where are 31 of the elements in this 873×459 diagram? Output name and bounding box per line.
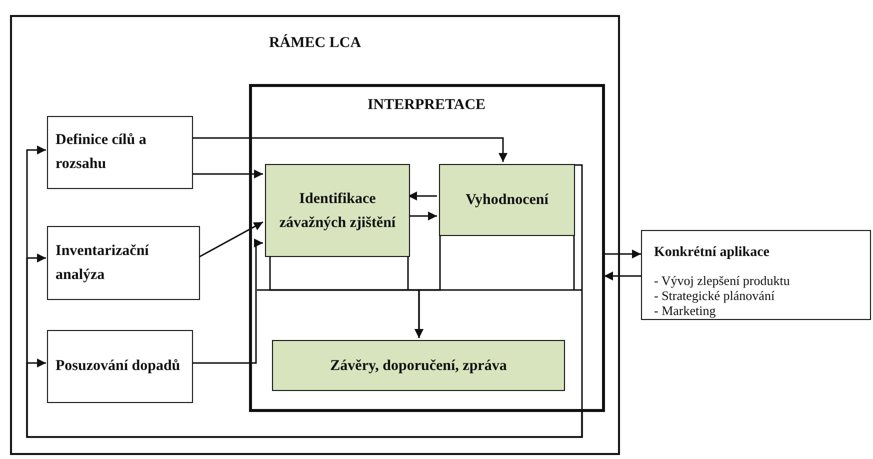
- arrow: [26, 358, 583, 438]
- arrow: [604, 272, 641, 280]
- arrow: [198, 221, 264, 258]
- frame-box: [10, 15, 620, 455]
- frame-box: [248, 84, 604, 412]
- box-heading: Konkrétní aplikace: [654, 244, 771, 262]
- box-label: Identifikace závažných zjištění: [278, 190, 397, 232]
- arrow: [408, 192, 437, 200]
- process-box: [272, 340, 565, 391]
- arrow: [604, 250, 641, 258]
- list-item: - Marketing: [654, 303, 717, 318]
- process-box: [46, 226, 200, 300]
- process-box: [46, 330, 192, 402]
- arrow: [408, 212, 437, 220]
- arrow: [192, 137, 508, 162]
- application-box: [641, 230, 871, 320]
- box-label: Definice cílů a rozsahu: [56, 131, 148, 174]
- list-item: - Strategické plánování: [654, 288, 776, 303]
- arrow: [414, 234, 441, 338]
- arrow: [192, 170, 263, 178]
- process-box: [46, 116, 192, 188]
- frame-title: INTERPRETACE: [366, 96, 487, 114]
- arrow: [192, 238, 263, 364]
- list-item: - Vývoj zlepšení produktu: [654, 273, 791, 288]
- process-box: [439, 164, 575, 236]
- box-label: Závěry, doporučení, zpráva: [330, 356, 507, 376]
- process-box: [265, 164, 410, 257]
- box-label: Vyhodnocení: [466, 191, 548, 210]
- box-label: Posuzování dopadů: [56, 357, 182, 376]
- box-label: Inventarizační analýza: [56, 242, 150, 284]
- frame-title: RÁMEC LCA: [268, 33, 362, 53]
